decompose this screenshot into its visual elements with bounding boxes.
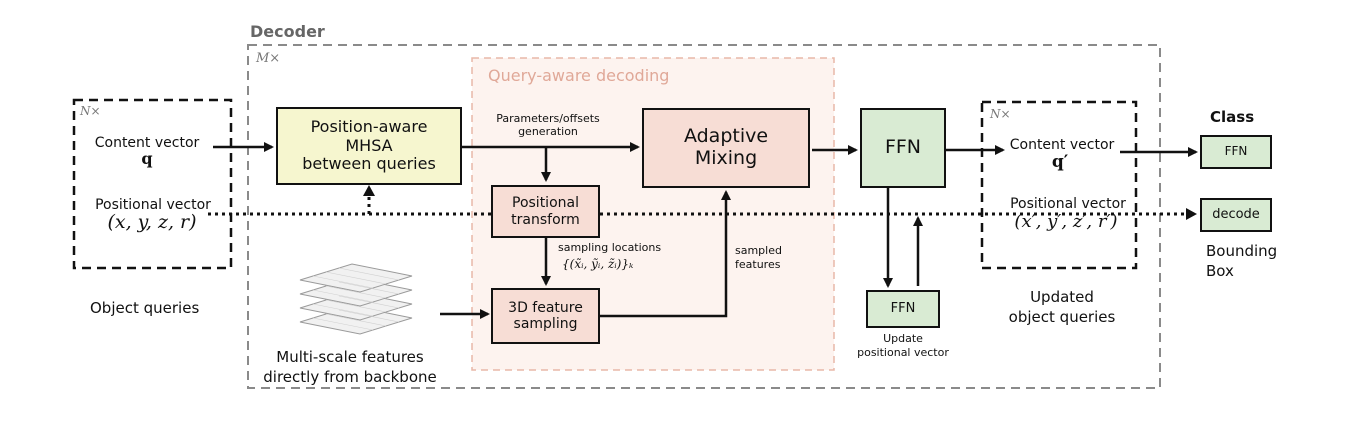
content-vector-symbol: q	[141, 149, 153, 168]
updated-content-symbol: q′	[1051, 152, 1069, 172]
class-label: Class	[1210, 108, 1255, 126]
mhsa-line-1: Position-aware	[310, 117, 428, 137]
arrow-sampled-to-adaptive	[600, 190, 731, 318]
feature-stack-icon	[299, 263, 413, 335]
adaptive-line-1: Adaptive	[683, 125, 769, 148]
updated-positional-label: Positional vector	[1010, 196, 1126, 212]
ffn-small-box: FFN	[866, 290, 940, 328]
positional-vector-symbol: (x, y, z, r)	[107, 211, 197, 233]
object-queries-caption: Object queries	[90, 299, 200, 317]
object-queries-frame	[72, 98, 233, 270]
adaptive-mixing-box: Adaptive Mixing	[642, 108, 810, 188]
mhsa-line-3: between queries	[302, 154, 436, 174]
class-ffn-box: FFN	[1200, 135, 1272, 169]
updated-queries-caption: Updated object queries	[1008, 288, 1116, 326]
content-vector-label: Content vector	[94, 135, 200, 151]
updated-positional-symbol: (x′, y′, z′, r′)	[1014, 211, 1118, 232]
right-n-times: N×	[990, 107, 1011, 121]
params-label: Parameters/offsets generation	[496, 112, 600, 139]
update-positional-caption: Update positional vector	[857, 332, 949, 360]
positional-transform-box: Positional transform	[491, 185, 600, 238]
query-aware-decoding-label: Query-aware decoding	[488, 66, 670, 85]
sampling-locations-math: {(x̃ᵢ, ỹᵢ, z̃ᵢ)}ₖ	[562, 257, 634, 271]
updated-content-label: Content vector	[1009, 137, 1115, 153]
updated-queries-frame	[980, 100, 1138, 270]
sampling-locations-label: sampling locations	[558, 241, 662, 254]
bounding-box-label: Bounding Box	[1206, 242, 1278, 280]
adaptive-line-2: Mixing	[694, 147, 758, 169]
decode-box: decode	[1200, 198, 1272, 232]
left-n-times: N×	[80, 104, 101, 118]
m-times-label: M×	[256, 51, 281, 66]
sampled-features-label: sampled features	[735, 244, 782, 271]
decoder-label: Decoder	[250, 22, 325, 41]
feature-sampling-box: 3D feature sampling	[491, 288, 600, 344]
multiscale-caption: Multi-scale features directly from backb…	[263, 348, 437, 386]
ffn-main-box: FFN	[860, 108, 946, 188]
mhsa-box: Position-aware MHSA between queries	[276, 107, 462, 185]
mhsa-line-2: MHSA	[345, 135, 393, 155]
decoder-frame	[247, 44, 1161, 389]
positional-vector-label: Positional vector	[95, 197, 211, 213]
